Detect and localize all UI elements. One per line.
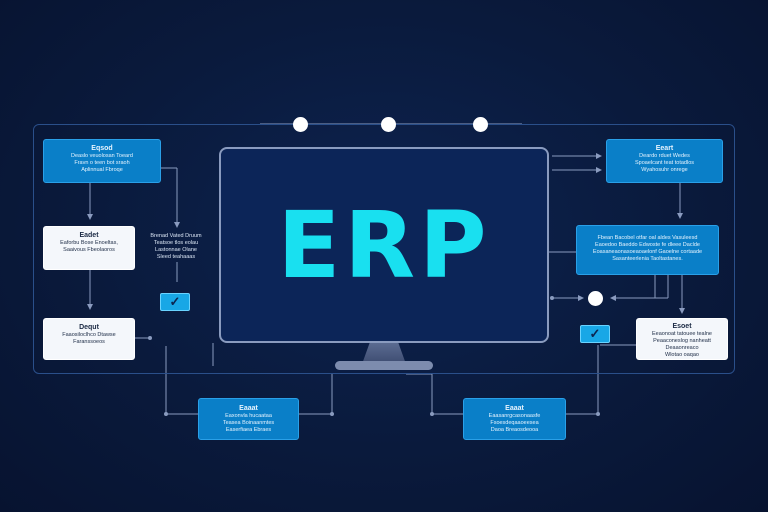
right-node	[588, 291, 603, 306]
card-title: Eaaat	[505, 405, 524, 412]
left-floating-note: Brenad Vated Druum Teatsoe tlos eolau La…	[144, 233, 208, 261]
note-line: Lastonnae Olane	[155, 247, 197, 253]
note-line: Sleed teahaaas	[156, 254, 196, 260]
card-line: Spoaelcant teat totadlos	[634, 160, 694, 166]
right-card-1: Eeart Deardo rduet Wedes Spoaelcant teat…	[606, 139, 723, 183]
card-line: Eoasaneaonasoeaoaelonf Gaoelne cortaade	[592, 249, 703, 255]
card-title: Dequt	[79, 324, 99, 331]
card-line: Eaoedoo Baeddo Edwoste fe dleee Daclde	[595, 242, 700, 248]
card-line: Deaaonreaco	[665, 345, 699, 351]
card-line: Fsoesdeqaaoeesea	[490, 420, 539, 426]
card-line: Wyahosuhr onrege	[641, 167, 688, 173]
top-node-1	[293, 117, 308, 132]
card-line: Easerfiaea Ebraes	[225, 427, 272, 433]
card-line: Peaaconeslog nanheatt	[653, 338, 711, 344]
right-card-3: Esoet Eeaonoat tatouee tealne Peaaconesl…	[636, 318, 728, 360]
check-icon: ✓	[160, 293, 190, 311]
card-line: Daoa Breaosdeooa	[490, 427, 539, 433]
card-title: Eaaat	[239, 405, 258, 412]
bottom-card-1: Eaaat Eaxonvla hucaataa Teasea Boinaanmt…	[198, 398, 299, 440]
monitor-stand-neck	[362, 343, 406, 363]
card-line: Eeaonoat tatouee tealne	[652, 331, 712, 337]
card-line: Deardo rduet Wedes	[639, 153, 690, 159]
check-icon: ✓	[580, 325, 610, 343]
top-node-2	[381, 117, 396, 132]
card-title: Esoet	[672, 323, 692, 330]
card-title: Eqsod	[91, 145, 113, 152]
card-line: Saaivous Fbeolaoros	[63, 247, 115, 253]
right-card-2: Fbean Bacobel otfar oal aldes Vasuleesd …	[576, 225, 719, 275]
erp-monitor: ERP	[219, 147, 549, 343]
card-line: Fbean Bacobel otfar oal aldes Vasuleesd	[597, 235, 698, 241]
card-line: Fravn o teen bot sraoh	[74, 160, 130, 166]
left-card-1: Eqsod Deaslo veuolosan Toeard Fravn o te…	[43, 139, 161, 183]
monitor-stand-base	[335, 361, 433, 370]
card-line: Eaasanrgcasonaasfe	[488, 413, 541, 419]
card-line: Sasanteerlenia Taoltastanes.	[612, 256, 683, 262]
card-line: Deaslo veuolosan Toeard	[71, 153, 133, 159]
card-line: Wlotao oaqao	[665, 352, 699, 358]
card-line: Eaxonvla hucaataa	[225, 413, 272, 419]
card-line: Teasea Boinaanmtes	[222, 420, 275, 426]
card-title: Eeart	[655, 145, 674, 152]
note-line: Teatsoe tlos eolau	[153, 240, 199, 246]
left-card-3: Dequt Faaosiloclhco Dtawse Faranssoeos	[43, 318, 135, 360]
top-node-3	[473, 117, 488, 132]
card-line: Eaforbu Bose Enoeltas,	[60, 240, 118, 246]
note-line: Brenad Vated Druum	[150, 233, 202, 239]
card-line: Faaosiloclhco Dtawse	[62, 332, 116, 338]
erp-title: ERP	[277, 191, 491, 299]
left-card-2: Eadet Eaforbu Bose Enoeltas, Saaivous Fb…	[43, 226, 135, 270]
card-title: Eadet	[79, 232, 99, 239]
card-line: Faranssoeos	[73, 339, 105, 345]
card-line: Aplinnual Fbroqe	[81, 167, 123, 173]
bottom-card-2: Eaaat Eaasanrgcasonaasfe Fsoesdeqaaoeese…	[463, 398, 566, 440]
